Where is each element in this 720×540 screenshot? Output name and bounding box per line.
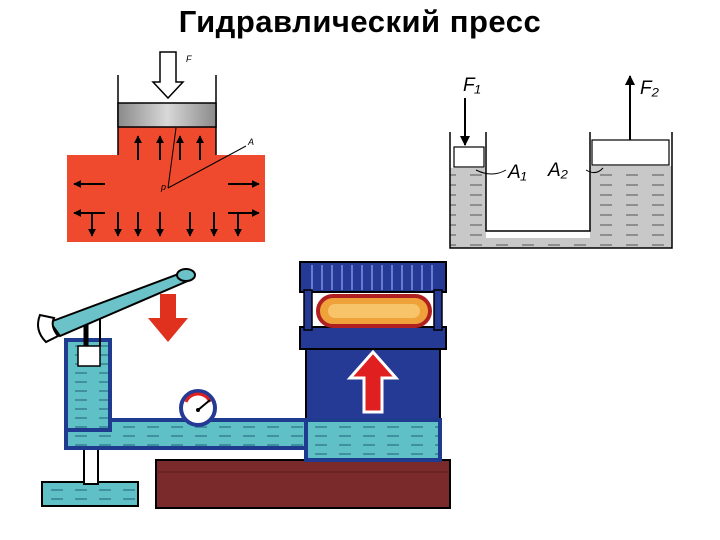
piston xyxy=(117,102,217,128)
a1-label: A₁ xyxy=(507,162,527,183)
a2-label: A₂ xyxy=(547,160,569,181)
page-title: Гидравлический пресс xyxy=(178,4,542,39)
pressure-label: p xyxy=(160,182,166,192)
hydraulic-press-illustration xyxy=(37,261,451,509)
force-label: F xyxy=(186,54,192,64)
f2-label: F₂ xyxy=(640,78,660,99)
press-fluid-chamber xyxy=(304,418,442,462)
pressure-arrows xyxy=(73,135,260,237)
vessel-fluid xyxy=(450,166,672,248)
large-piston xyxy=(591,139,670,166)
area-label: A xyxy=(247,137,254,147)
pump-base xyxy=(41,481,139,507)
f1-label: F₁ xyxy=(463,75,481,96)
base-slab xyxy=(155,459,451,509)
pressure-gauge-icon xyxy=(179,389,217,427)
red-fluid-body xyxy=(67,127,265,242)
force-arrow-icon xyxy=(151,51,185,100)
communicating-vessels-diagram: F₁ F₂ A₁ A₂ xyxy=(449,75,673,249)
vessel-walls xyxy=(449,132,673,249)
pascal-pressure-diagram: F p A xyxy=(67,51,265,242)
up-arrow-icon xyxy=(346,349,400,414)
small-piston xyxy=(453,146,485,168)
down-arrow-icon xyxy=(148,294,188,342)
